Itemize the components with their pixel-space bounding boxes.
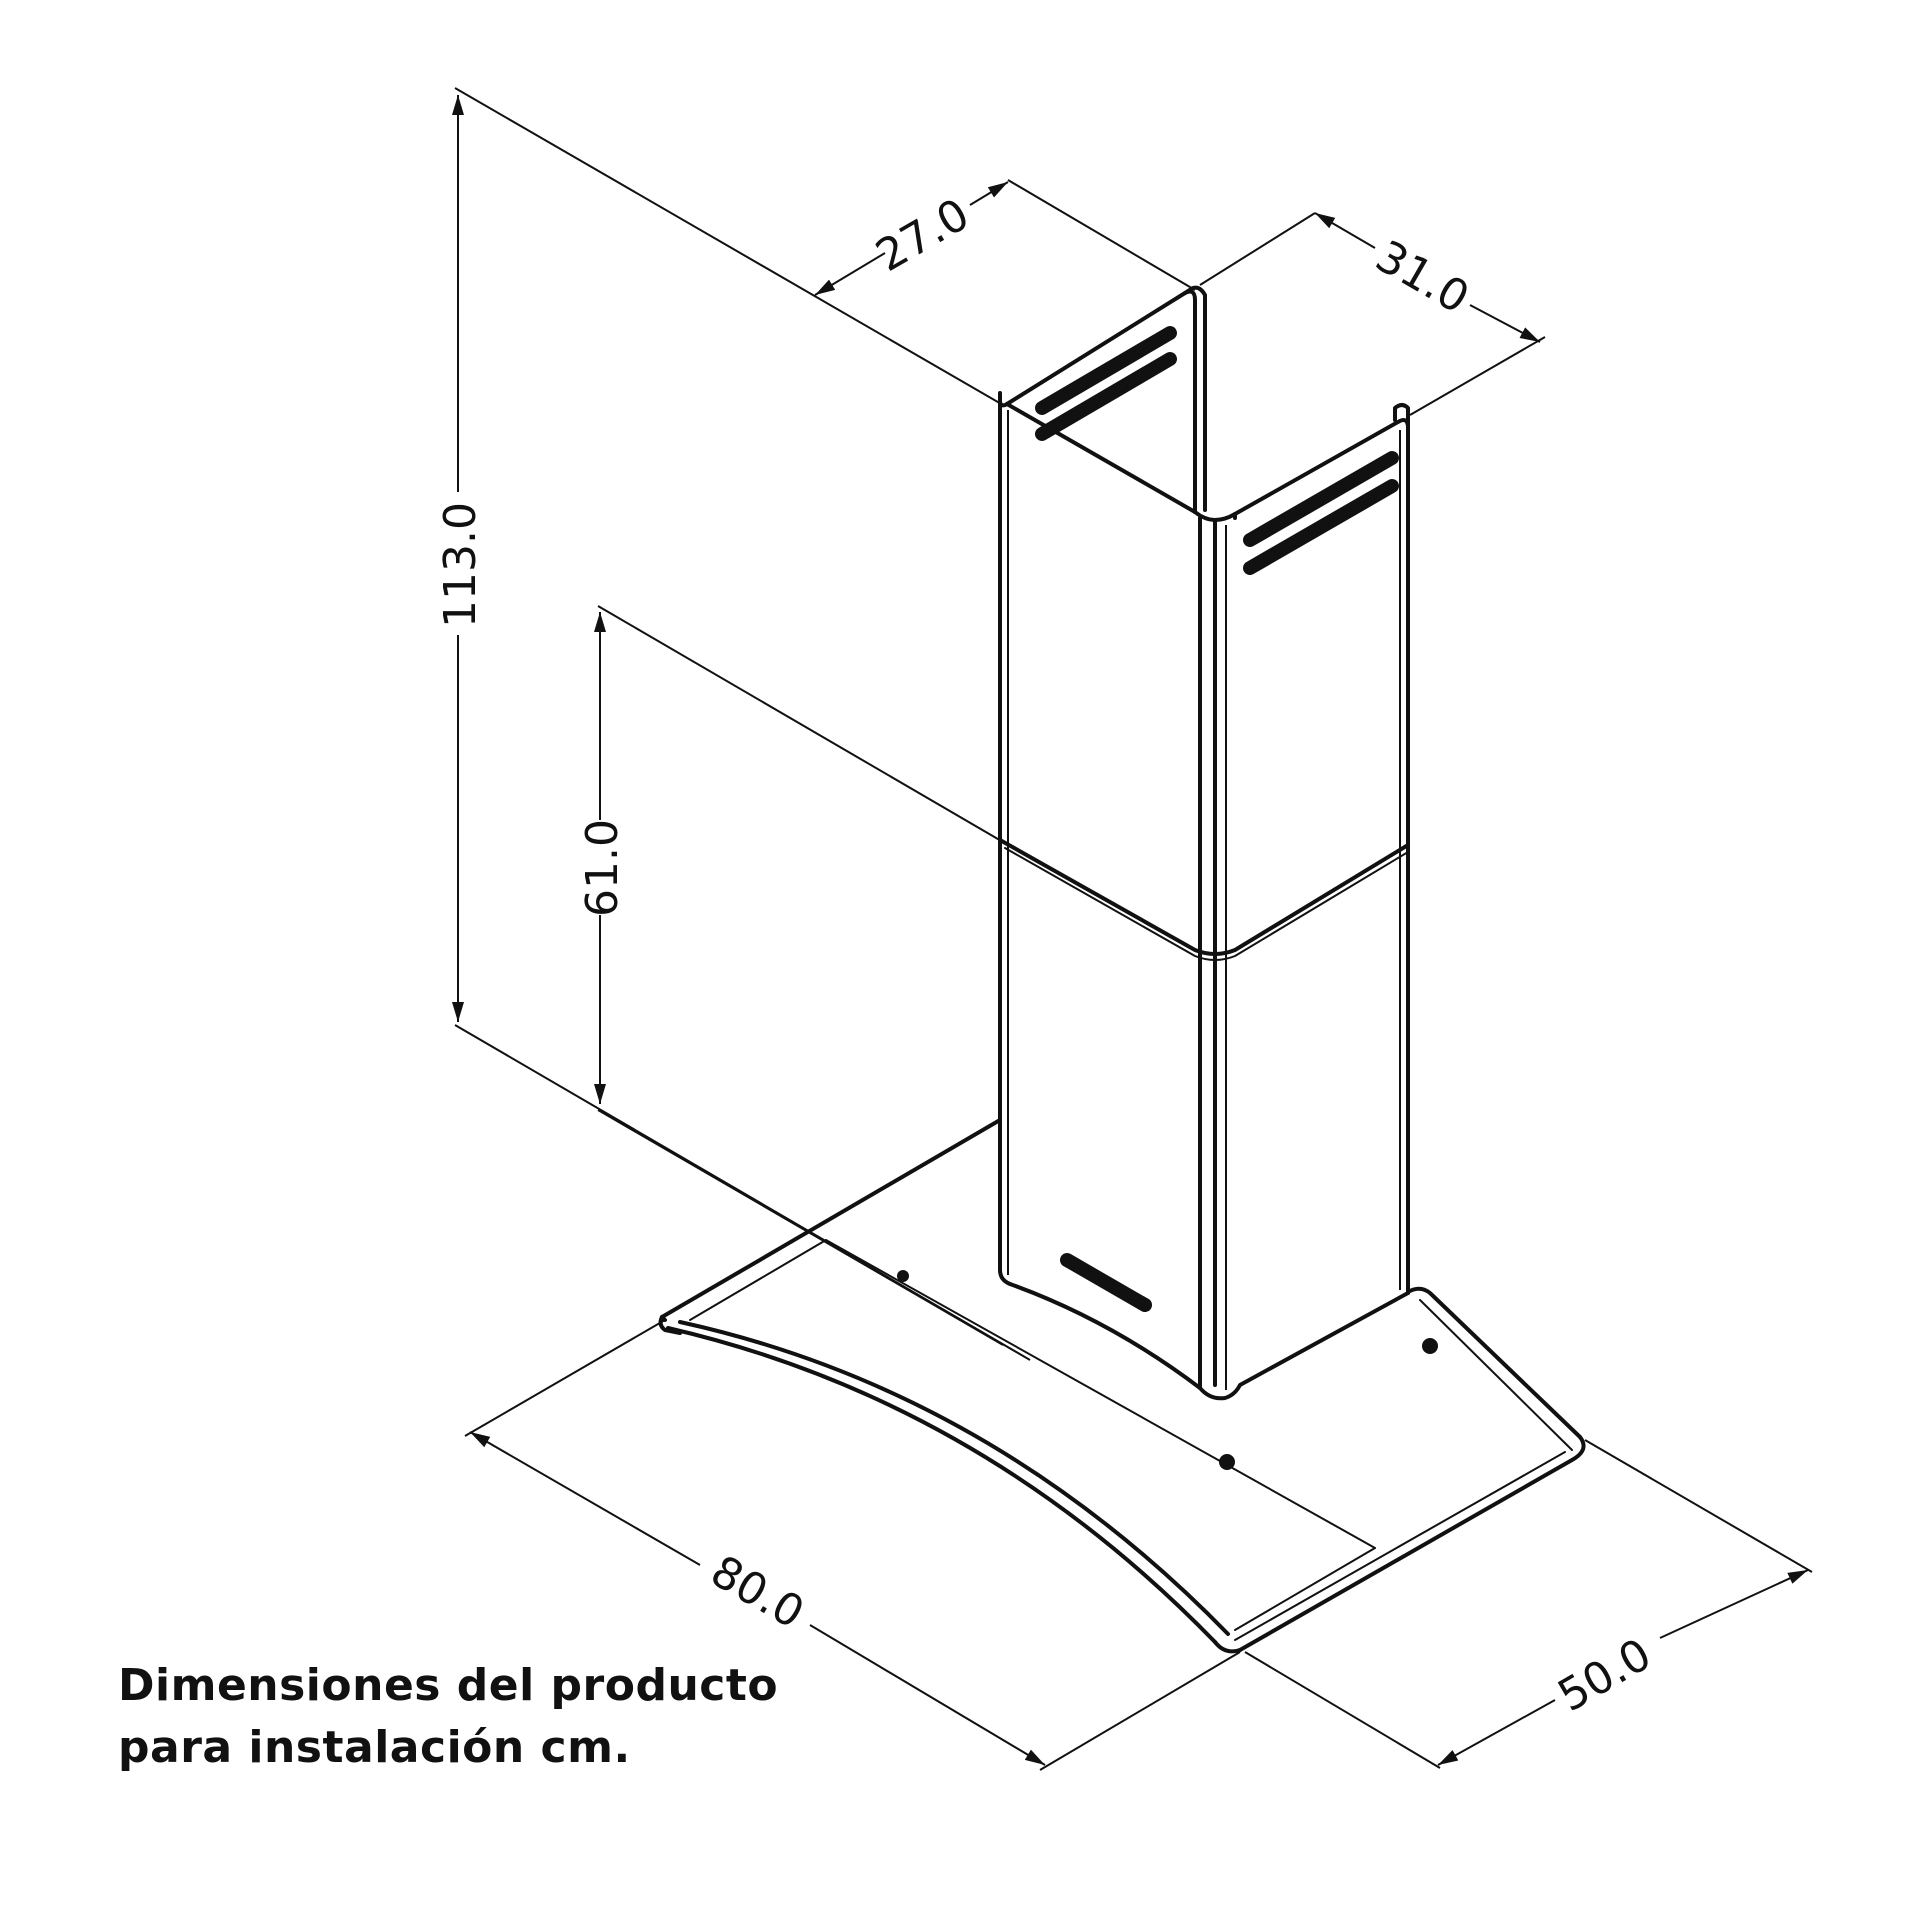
caption-line-1: Dimensiones del producto (118, 1660, 779, 1711)
dim-hood-depth-label: 50.0 (1550, 1629, 1660, 1722)
canopy-screws (897, 1270, 1438, 1470)
dim-height-total-label: 113.0 (435, 502, 486, 628)
caption: Dimensiones del producto para instalació… (118, 1655, 778, 1779)
chimney-detail-lines (1007, 410, 1401, 1390)
dimension-lines (452, 87, 1813, 1771)
dim-height-chimney-label: 61.0 (577, 819, 628, 917)
caption-line-2: para instalación cm. (118, 1722, 631, 1773)
hood-canopy (658, 1118, 1586, 1654)
chimney (998, 285, 1410, 1401)
dim-chimney-depth-label: 31.0 (1367, 231, 1477, 324)
dim-chimney-width-label: 27.0 (868, 189, 978, 282)
vent-slots (1035, 326, 1399, 1312)
dim-hood-width-label: 80.0 (702, 1546, 812, 1639)
